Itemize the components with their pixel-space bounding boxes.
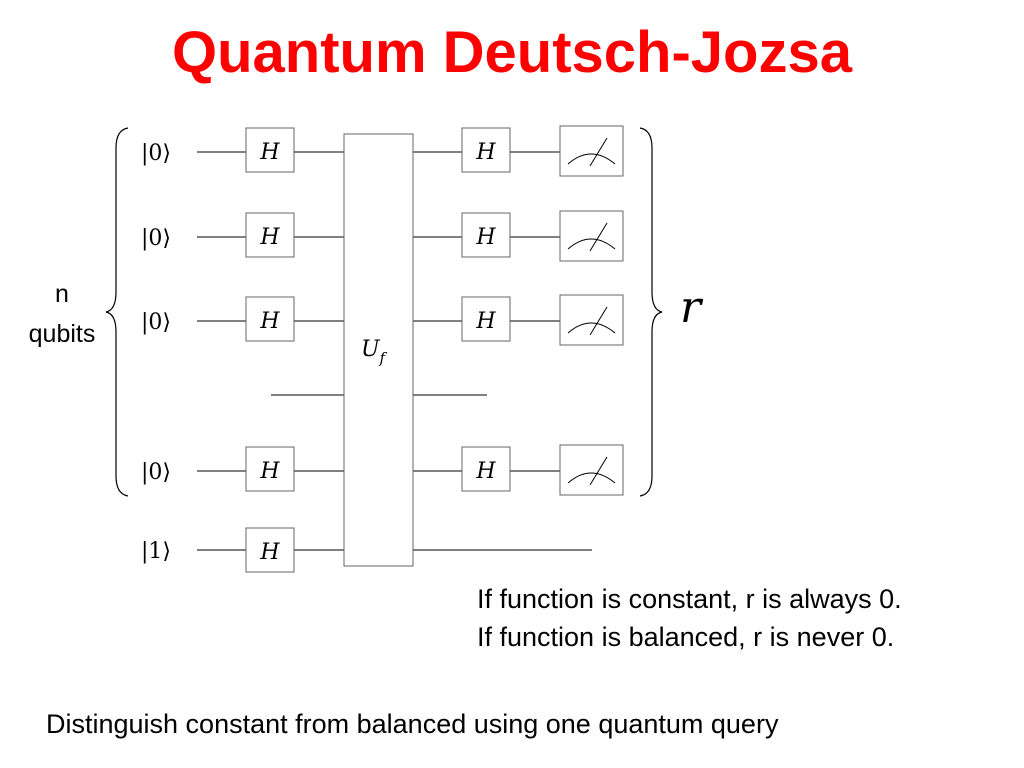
hadamard-gate-out-1: [461, 127, 511, 173]
hadamard-label: H: [475, 140, 496, 165]
ket-5: |1⟩: [141, 539, 171, 564]
oracle-label: Uf: [361, 337, 388, 367]
footer-caption: Distinguish constant from balanced using…: [46, 709, 779, 739]
hadamard-label: H: [259, 459, 280, 484]
ket-3: |0⟩: [141, 310, 171, 335]
measurement-meter-icon: [559, 125, 624, 177]
measurement-meter-icon: [559, 294, 624, 346]
input-label-n: n: [55, 280, 69, 308]
hadamard-gate-in-3: [245, 296, 295, 342]
output-label: r: [680, 282, 704, 333]
ket-4: |0⟩: [141, 460, 171, 485]
input-label-qubits: qubits: [28, 320, 96, 348]
measurement-meter-icon: [559, 210, 624, 262]
hadamard-label: H: [475, 459, 496, 484]
note-balanced: If function is balanced, r is never 0.: [477, 622, 895, 652]
hadamard-label: H: [259, 309, 280, 334]
hadamard-gate-in-1: [245, 127, 295, 173]
ket-2: |0⟩: [141, 226, 171, 251]
hadamard-gate-out-2: [461, 212, 511, 258]
hadamard-label: H: [259, 540, 280, 565]
left-brace: [105, 127, 129, 497]
oracle-label-main: U: [361, 337, 381, 362]
hadamard-gate-out-3: [461, 296, 511, 342]
hadamard-gate-in-5: [245, 527, 295, 573]
hadamard-label: H: [475, 225, 496, 250]
ket-1: |0⟩: [141, 141, 171, 166]
hadamard-label: H: [259, 140, 280, 165]
hadamard-label: H: [259, 225, 280, 250]
note-constant: If function is constant, r is always 0.: [477, 584, 902, 614]
hadamard-gate-in-2: [245, 212, 295, 258]
hadamard-gate-out-4: [461, 446, 511, 492]
right-brace: [639, 127, 663, 497]
slide-title: Quantum Deutsch-Jozsa: [172, 20, 852, 85]
oracle-box: [343, 133, 414, 567]
hadamard-label: H: [475, 309, 496, 334]
oracle-label-sub: f: [379, 349, 388, 367]
measurement-meter-icon: [559, 444, 624, 496]
hadamard-gate-in-4: [245, 446, 295, 492]
